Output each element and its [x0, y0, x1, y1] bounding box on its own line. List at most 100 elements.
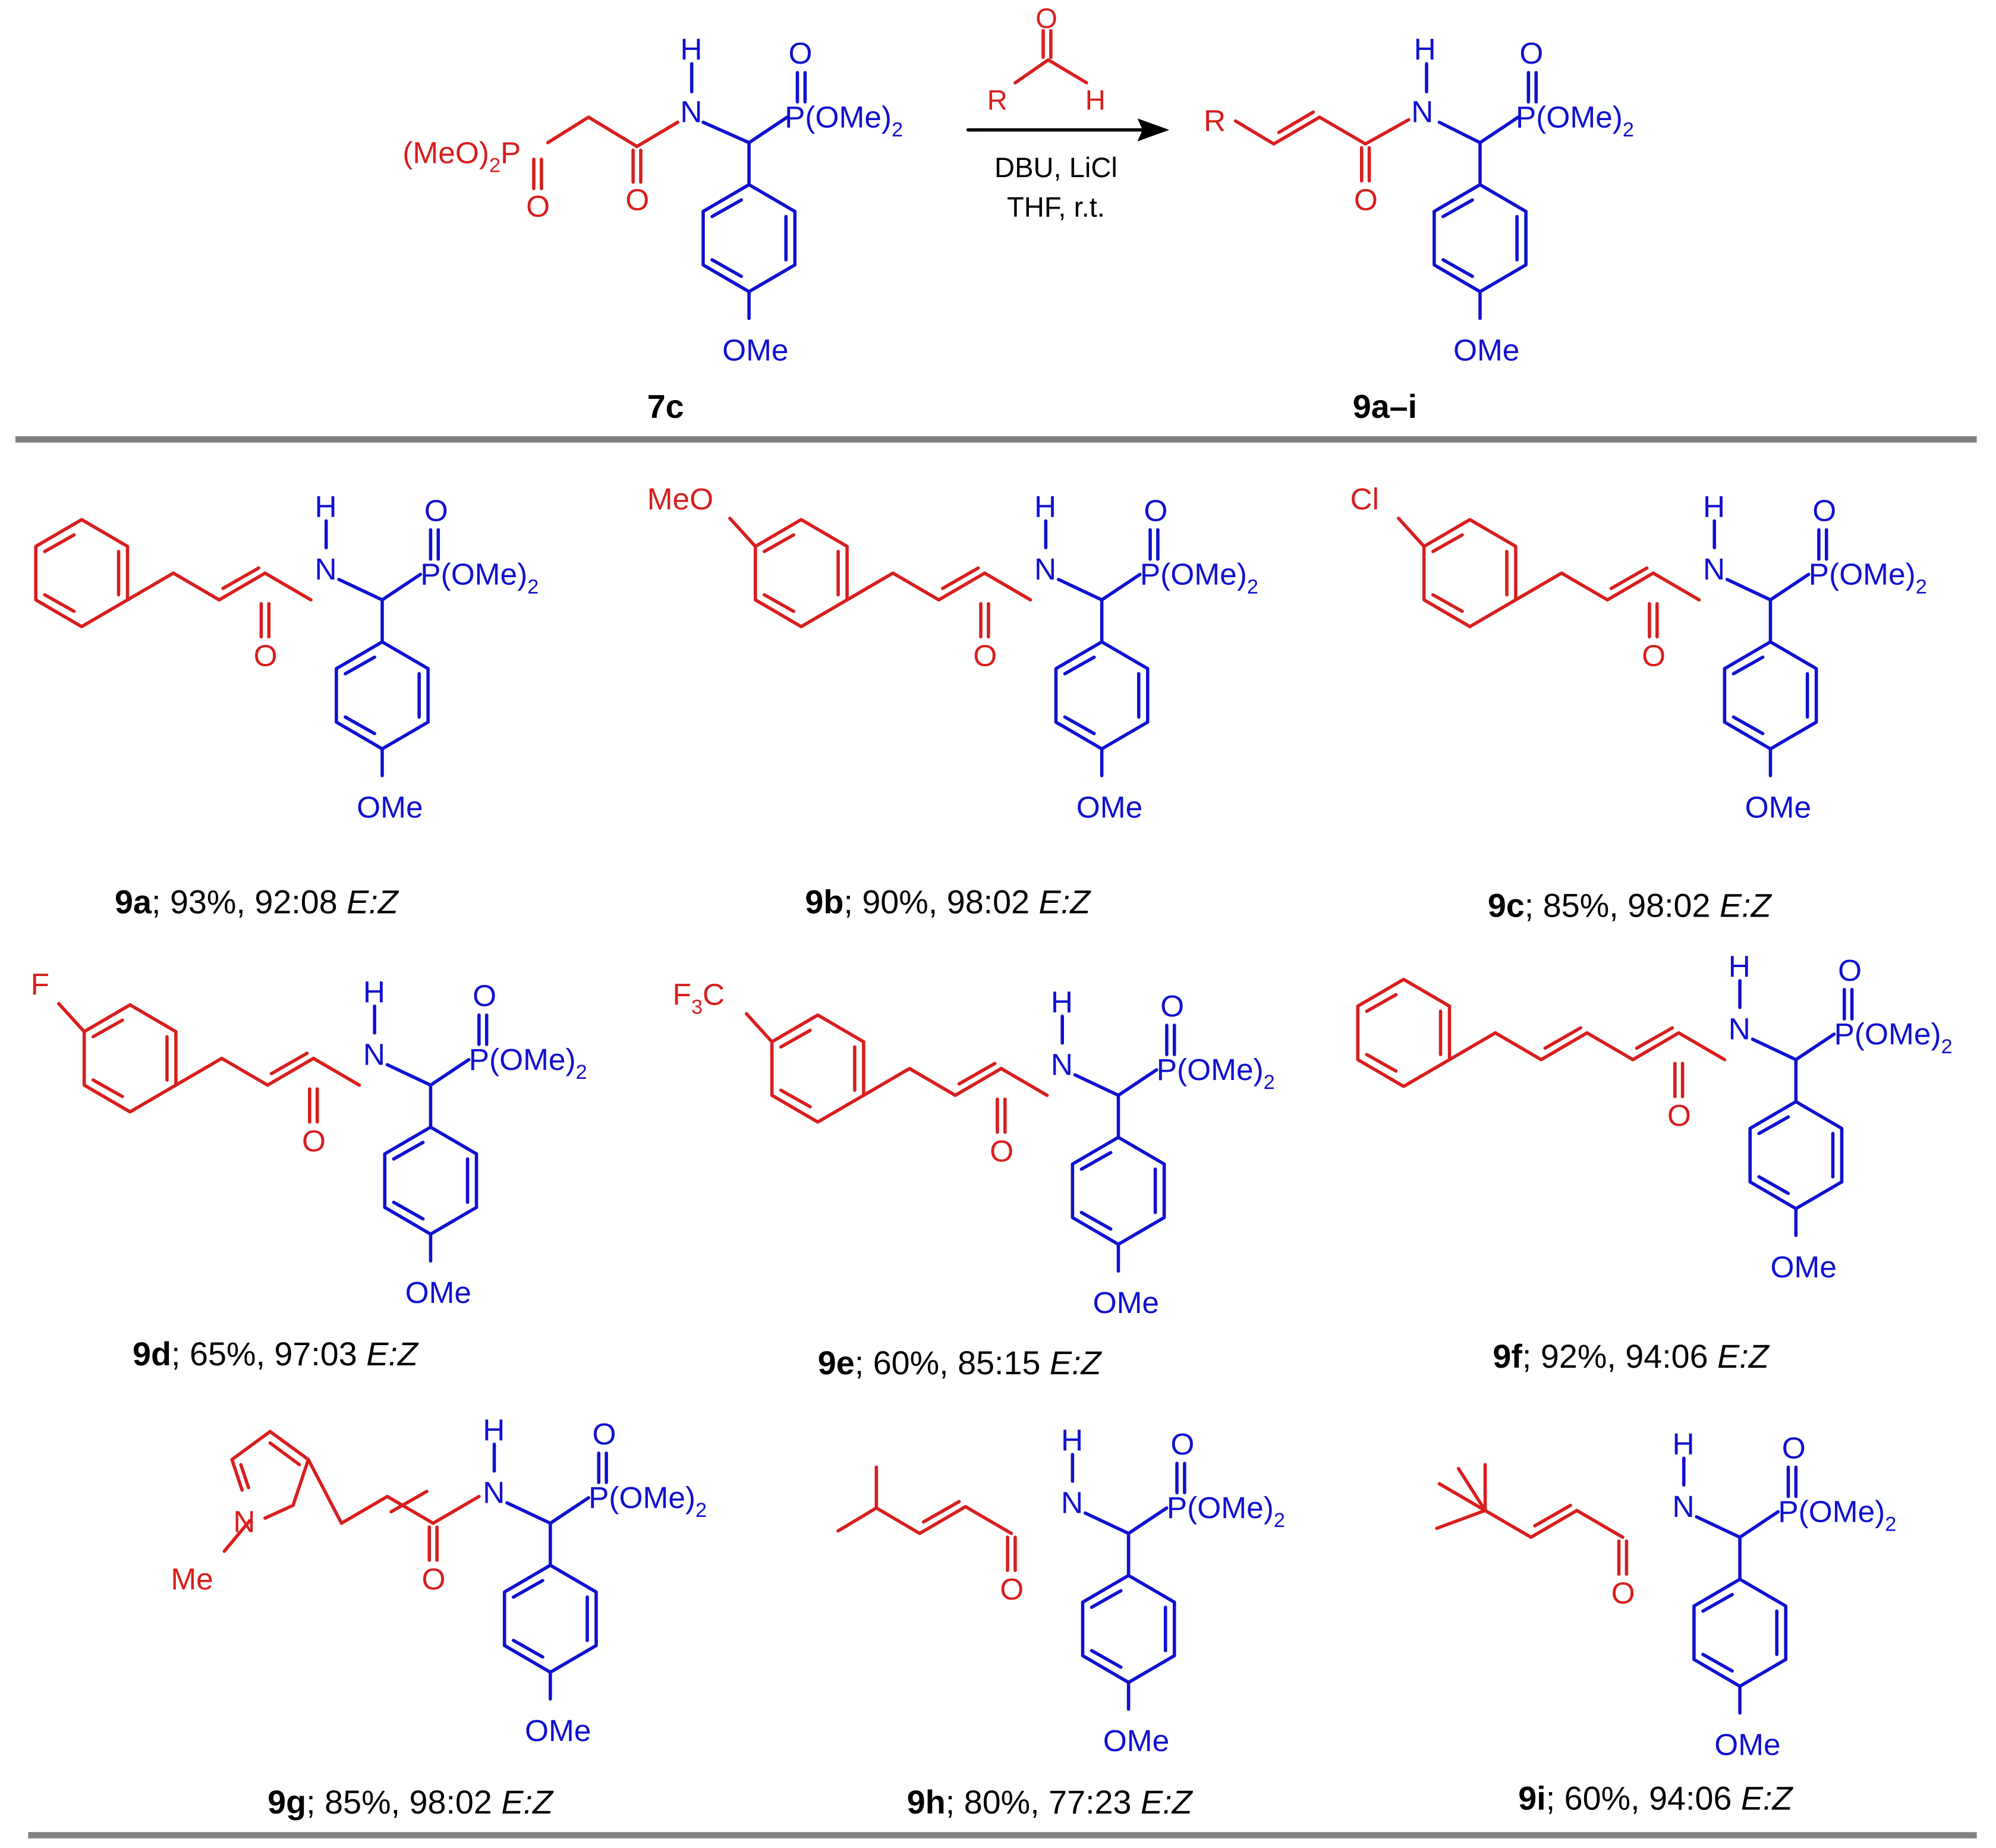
subscript-2: 2 [489, 154, 500, 177]
caption-id: 9e [818, 1345, 855, 1381]
caption-result: ; 65%, 97:03 [171, 1336, 366, 1372]
subscript-2: 2 [892, 118, 903, 141]
caption-result: ; 92%, 94:06 [1522, 1338, 1717, 1375]
subscript-2: 2 [1264, 1071, 1275, 1094]
caption-ratio-label: E:Z [1717, 1338, 1770, 1375]
atom-o-carbonyl: O [973, 638, 997, 673]
atom-h: H [1061, 1422, 1083, 1457]
svg-text:(MeO)2P: (MeO)2P [402, 135, 521, 177]
atom-n: N [483, 1475, 505, 1509]
caption-9d: 9d; 65%, 97:03 E:Z [133, 1336, 419, 1372]
atom-o-phosphoryl: O [1782, 1430, 1806, 1465]
atom-o: O [1035, 2, 1057, 34]
atom-h: H [1414, 32, 1436, 67]
atom-o-carbonyl: O [421, 1561, 445, 1596]
reaction-overview: (MeO)2P O O N H O P(OMe)2 OMe 7c [402, 2, 1634, 425]
caption-id: 9g [267, 1784, 306, 1821]
atom-h: H [483, 1412, 505, 1447]
subscript-2: 2 [1274, 1509, 1285, 1532]
atom-o-phosphoryl: O [1170, 1427, 1194, 1461]
caption-9i: 9i; 60%, 94:06 E:Z [1518, 1780, 1793, 1817]
atom-h: H [1034, 489, 1056, 524]
atom-h: H [314, 489, 336, 524]
atom-o-carbonyl: O [1000, 1572, 1024, 1606]
compound-label-7c: 7c [647, 388, 684, 425]
caption-result: ; 85%, 98:02 [1525, 887, 1720, 924]
caption-9h: 9h; 80%, 77:23 E:Z [907, 1784, 1194, 1821]
atom-o-carbonyl: O [1667, 1098, 1691, 1132]
atom-f: F [31, 966, 49, 1001]
caption-result: ; 80%, 77:23 [946, 1784, 1141, 1821]
caption-id: 9a [115, 883, 152, 920]
product-general: R O N H O P(OMe)2 OMe 9a–i [1204, 32, 1634, 425]
atom-o-phosphoryl: O [424, 493, 448, 527]
atom-o-phosphoryl: O [789, 36, 813, 70]
reagent-line-2: THF, r.t. [1007, 191, 1105, 222]
label-me: Me [171, 1561, 213, 1596]
svg-text:P(OMe)2: P(OMe)2 [1809, 556, 1927, 598]
atom-o-phosphoryl: O [1519, 36, 1543, 70]
label-ome: OMe [722, 332, 788, 367]
svg-text:P(OMe)2: P(OMe)2 [1834, 1016, 1953, 1058]
caption-9a: 9a; 93%, 92:08 E:Z [115, 883, 399, 920]
caption-result: ; 60%, 85:15 [855, 1345, 1050, 1381]
atom-n: N [314, 552, 336, 586]
atom-o: O [526, 188, 550, 223]
caption-ratio-label: E:Z [501, 1784, 554, 1821]
atom-n: N [1061, 1485, 1083, 1519]
atom-o-phosphoryl: O [473, 978, 496, 1013]
atom-f: F [673, 977, 691, 1012]
subscript-2: 2 [695, 1499, 707, 1522]
caption-result: ; 85%, 98:02 [306, 1784, 501, 1821]
atom-r: R [987, 84, 1008, 115]
atom-h: H [1085, 84, 1106, 115]
svg-text:P(OMe)2: P(OMe)2 [1167, 1490, 1285, 1532]
caption-result: ; 60%, 94:06 [1546, 1780, 1741, 1817]
atom-o-phosphoryl: O [1144, 493, 1167, 527]
compound-9g: N Me O N H O P(OMe)2 OMe 9g; 85%, 98:02 … [171, 1412, 707, 1821]
atom-c: C [703, 977, 725, 1012]
compound-9b: MeO O N H O P(OMe)2 OMe 9b; 90%, 98:02 E… [647, 481, 1258, 920]
caption-ratio-label: E:Z [1741, 1780, 1794, 1817]
atom-n: N [1051, 1047, 1073, 1081]
atom-p: P [500, 135, 521, 169]
caption-id: 9c [1488, 887, 1525, 924]
label-meo: MeO [647, 481, 713, 516]
caption-id: 9i [1518, 1780, 1545, 1817]
caption-id: 9b [805, 883, 843, 920]
label-ome: OMe [1771, 1249, 1837, 1284]
label-ome: OMe [405, 1275, 471, 1309]
label-ome: OMe [1714, 1727, 1780, 1762]
atom-h: H [680, 32, 702, 67]
atom-o-carbonyl: O [1642, 638, 1666, 673]
label-phosphonate: P(OMe) [1157, 1052, 1264, 1087]
svg-text:P(OMe)2: P(OMe)2 [785, 99, 903, 141]
subscript-2: 2 [1247, 575, 1258, 598]
caption-9f: 9f; 92%, 94:06 E:Z [1493, 1338, 1770, 1375]
atom-n: N [1729, 1011, 1751, 1046]
subscript-2: 2 [527, 575, 539, 598]
caption-9b: 9b; 90%, 98:02 E:Z [805, 883, 1091, 920]
caption-ratio-label: E:Z [1050, 1345, 1103, 1381]
label-phosphonate: P(OMe) [785, 99, 892, 134]
caption-ratio-label: E:Z [347, 883, 399, 920]
caption-ratio-label: E:Z [1039, 883, 1092, 920]
label-ome: OMe [1745, 790, 1811, 824]
caption-id: 9d [133, 1336, 171, 1372]
label-ome: OMe [1093, 1285, 1159, 1320]
compound-9a: O N H O P(OMe)2 OMe 9a; 93%, 92:08 E:Z [34, 489, 539, 920]
atom-h: H [363, 974, 385, 1009]
atom-n: N [1411, 95, 1433, 129]
label-phosphonate: P(OMe) [1809, 556, 1916, 591]
compound-9c: Cl O N H O P(OMe)2 OMe 9c; 85%, 98:02 E:… [1350, 481, 1926, 924]
svg-text:P(OMe)2: P(OMe)2 [469, 1042, 587, 1084]
compound-9h: O N H O P(OMe)2 OMe 9h; 80%, 77:23 E:Z [836, 1422, 1285, 1821]
atom-o-carbonyl: O [1611, 1576, 1635, 1610]
label-meo2: (MeO) [402, 135, 489, 169]
caption-9c: 9c; 85%, 98:02 E:Z [1488, 887, 1773, 924]
atom-o-carbonyl: O [990, 1134, 1013, 1168]
reaction-arrow: R O H DBU, LiCl THF, r.t. [966, 2, 1170, 222]
atom-h: H [1051, 984, 1073, 1019]
compound-9d: F O N H O P(OMe)2 OMe 9d; 65%, 97:03 E:Z [31, 966, 587, 1372]
